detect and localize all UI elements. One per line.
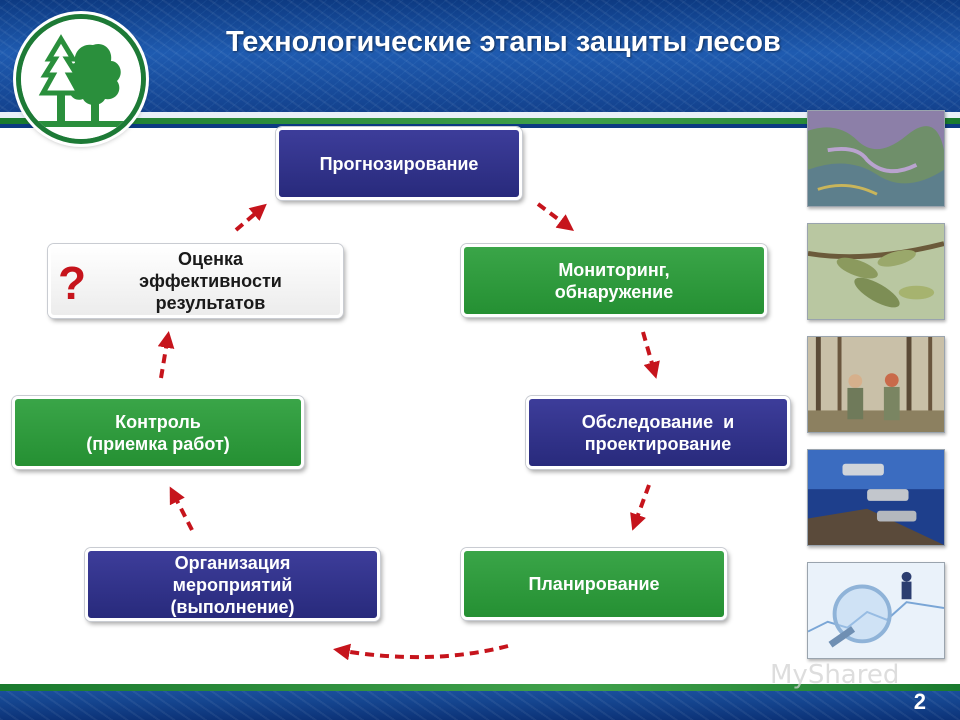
footer-divider-green bbox=[0, 684, 960, 691]
stage-evaluation-line-3: результатов bbox=[155, 293, 266, 313]
stage-monitoring-line-2: обнаружение bbox=[554, 281, 674, 302]
header-divider-green bbox=[0, 118, 960, 124]
stage-monitoring: Мониторинг, обнаружение bbox=[461, 244, 767, 317]
magnifier-chart-photo bbox=[807, 562, 945, 659]
forest-agency-logo bbox=[16, 14, 146, 144]
stage-survey-line-1: Обследование и bbox=[581, 411, 735, 432]
logo-trees-icon bbox=[21, 19, 141, 139]
slide-title: Технологические этапы защиты лесов bbox=[226, 26, 781, 58]
stage-evaluation: Оценка эффективности результатов bbox=[48, 244, 343, 318]
stage-control: Контроль (приемка работ) bbox=[12, 396, 304, 469]
stage-organization-line-3: (выполнение) bbox=[170, 596, 295, 617]
watermark: MyShared bbox=[770, 660, 900, 690]
arrow-control-to-evaluation bbox=[157, 331, 175, 379]
aerial-map-photo bbox=[807, 110, 945, 207]
stage-survey-design: Обследование и проектирование bbox=[526, 396, 790, 469]
footer-bar bbox=[0, 691, 960, 720]
stage-planning: Планирование bbox=[461, 548, 727, 620]
header-banner bbox=[0, 0, 960, 118]
surveillance-cameras-photo bbox=[807, 449, 945, 546]
page-number: 2 bbox=[913, 689, 926, 714]
stage-forecasting: Прогнозирование bbox=[276, 127, 522, 200]
arrow-evaluation-to-forecast bbox=[234, 203, 267, 232]
stage-organization-line-1: Организация bbox=[174, 552, 291, 573]
stage-evaluation-line-1: Оценка bbox=[178, 249, 243, 269]
arrow-planning-to-organization bbox=[333, 643, 509, 661]
stage-control-line-1: Контроль bbox=[115, 411, 201, 432]
stage-control-line-2: (приемка работ) bbox=[86, 433, 230, 454]
header-divider-white bbox=[0, 112, 960, 118]
stage-organization-line-2: мероприятий bbox=[172, 574, 293, 595]
arrow-organization-to-control bbox=[169, 486, 194, 531]
arrow-forecast-to-monitoring bbox=[536, 202, 575, 232]
forest-inspectors-photo bbox=[807, 336, 945, 433]
stage-organization: Организация мероприятий (выполнение) bbox=[85, 548, 380, 621]
question-mark-icon: ? bbox=[58, 257, 87, 309]
infested-branch-photo bbox=[807, 223, 945, 320]
stage-forecasting-line-1: Прогнозирование bbox=[319, 153, 479, 174]
stage-planning-line-1: Планирование bbox=[528, 574, 660, 594]
photo-strip bbox=[805, 110, 945, 659]
arrow-monitoring-to-survey bbox=[641, 331, 660, 379]
header-divider-blue bbox=[0, 124, 960, 128]
arrow-survey-to-planning bbox=[630, 484, 651, 531]
stage-monitoring-line-1: Мониторинг, bbox=[558, 259, 670, 280]
stage-survey-line-2: проектирование bbox=[584, 433, 732, 454]
stage-evaluation-line-2: эффективности bbox=[139, 271, 282, 291]
